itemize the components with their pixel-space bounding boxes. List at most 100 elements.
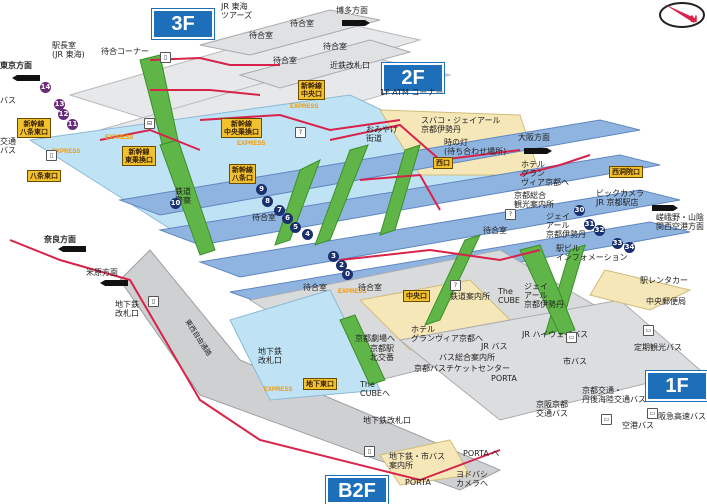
track-30: 30 bbox=[574, 205, 585, 216]
ticket-gate-icon: ⊟ bbox=[144, 118, 155, 129]
track-4: 4 bbox=[302, 229, 313, 240]
track-14: 14 bbox=[40, 82, 51, 93]
exit-shinkansen-central-transfer[interactable]: 新幹線 中央乗換口 bbox=[221, 118, 262, 138]
floor-badge-3f: 3F bbox=[152, 9, 214, 39]
track-0: 0 bbox=[342, 269, 353, 280]
label-jr-bus: JR バス bbox=[481, 342, 508, 351]
ex-badge: EXPRESS bbox=[237, 141, 266, 147]
label-porta-to: PORTA へ bbox=[463, 449, 500, 458]
label-hankyu-bus: 阪急高速バス bbox=[658, 412, 706, 421]
label-yodobashi: ヨドバシ カメラへ bbox=[456, 470, 488, 488]
direction-sagano-label: 嵯峨野・山陰・ 関西空港方面 bbox=[656, 213, 707, 231]
exit-shinkansen-hachijo[interactable]: 新幹線 八条口 bbox=[229, 164, 256, 184]
direction-hakata-label: 博多方面 bbox=[336, 6, 368, 15]
label-station-master: 駅長室 (JR 東海) bbox=[52, 41, 85, 59]
label-waiting-room: 待合室 bbox=[323, 42, 347, 51]
elevator-icon: ▯ bbox=[160, 52, 171, 63]
label-kyoto-kotsu-bus: 京都交通・ 丹後海陸交通バス bbox=[582, 386, 646, 404]
exit-underground-east[interactable]: 地下東口 bbox=[303, 378, 337, 390]
arrow-left-icon bbox=[12, 75, 40, 81]
label-waiting-corner: 待合コーナー bbox=[101, 47, 149, 56]
track-12: 12 bbox=[58, 109, 69, 120]
label-the-cube-to: The CUBEへ bbox=[360, 380, 390, 398]
floor-badge-2f: 2F bbox=[382, 63, 444, 93]
label-bic-camera: ビックカメラ JR 京都駅店 bbox=[596, 189, 644, 207]
direction-tokyo-label: 東京方面 bbox=[0, 61, 32, 70]
elevator-icon: ▯ bbox=[148, 296, 159, 307]
label-tourist-info: 京都総合 観光案内所 bbox=[514, 191, 554, 209]
bus-icon: ▭ bbox=[566, 332, 577, 343]
ex-badge: EXPRESS bbox=[338, 289, 367, 295]
arrow-left-icon bbox=[100, 280, 128, 286]
exit-west-transfer[interactable]: 西洞院口 bbox=[609, 166, 643, 178]
floor-badge-1f: 1F bbox=[646, 371, 707, 401]
info-icon: ? bbox=[295, 127, 306, 138]
arrow-right-icon bbox=[652, 205, 678, 211]
label-bus-ticket: 京都バスチケットセンター bbox=[414, 364, 510, 373]
track-31: 31 bbox=[584, 219, 595, 230]
label-waiting-room: 待合室 bbox=[252, 213, 276, 222]
label-waiting-room: 待合室 bbox=[358, 283, 382, 292]
exit-shinkansen-hachijo-east[interactable]: 新幹線 八条東口 bbox=[17, 118, 51, 138]
arrow-right-icon bbox=[342, 20, 370, 26]
label-waiting-room: 待合室 bbox=[249, 31, 273, 40]
direction-nara-label: 奈良方面 bbox=[44, 235, 76, 244]
track-5: 5 bbox=[290, 222, 301, 233]
exit-west[interactable]: 西口 bbox=[433, 157, 453, 169]
track-9: 9 bbox=[256, 184, 267, 195]
label-hotel-granvia-to: ホテル グランヴィア京都へ bbox=[411, 325, 483, 343]
label-station-bldg-info: 駅ビル インフォメーション bbox=[556, 244, 628, 262]
label-bus-info: バス総合案内所 bbox=[439, 353, 495, 362]
label-city-bus: 市バス bbox=[563, 357, 587, 366]
ex-badge: EXPRESS bbox=[264, 387, 293, 393]
track-32: 32 bbox=[594, 225, 605, 236]
exit-central[interactable]: 中央口 bbox=[403, 290, 430, 302]
label-rent-a-car: 駅レンタカー bbox=[640, 276, 688, 285]
arrow-right-icon bbox=[524, 148, 552, 154]
track-34: 34 bbox=[624, 242, 635, 253]
exit-shinkansen-east-transfer[interactable]: 新幹線 東乗換口 bbox=[122, 146, 156, 166]
label-the-cube: The CUBE bbox=[498, 287, 520, 305]
compass-north-label: N bbox=[690, 15, 698, 25]
label-hotel-granvia: ホテル グラン ヴィア京都へ bbox=[521, 160, 569, 187]
label-subway-gate: 地下鉄 改札口 bbox=[258, 347, 282, 365]
label-keihan-bus: 京阪京都 交通バス bbox=[536, 400, 568, 418]
label-kotsu-bus: 交通 バス bbox=[0, 137, 16, 155]
label-kyoto-theater: 京都劇場へ bbox=[355, 334, 395, 343]
arrow-left-icon bbox=[58, 246, 86, 252]
track-7: 7 bbox=[274, 205, 285, 216]
ex-badge: EXPRESS bbox=[52, 149, 81, 155]
bus-icon: ▭ bbox=[601, 414, 612, 425]
label-tokinohi: 時の灯 (待ち合わせ場所) bbox=[444, 138, 507, 156]
elevator-icon: ▯ bbox=[46, 150, 57, 161]
label-omiyage: おみやげ 街道 bbox=[366, 125, 398, 143]
track-13: 13 bbox=[54, 99, 65, 110]
exit-shinkansen-central[interactable]: 新幹線 中央口 bbox=[298, 80, 325, 100]
label-porta: PORTA bbox=[491, 374, 517, 383]
label-atm-corner: 1F ATM コーナー bbox=[380, 88, 444, 97]
bus-icon: ▭ bbox=[643, 325, 654, 336]
label-spaco-isetan: スバコ・ジェイアール 京都伊勢丹 bbox=[421, 116, 501, 134]
ex-badge: EXPRESS bbox=[290, 104, 319, 110]
label-subway-citybus-info: 地下鉄・市バス 案内所 bbox=[389, 452, 445, 470]
label-jr-tokai-tours: JR 東海 ツアーズ bbox=[221, 2, 253, 20]
label-subway-gate-b: 地下鉄改札口 bbox=[363, 416, 411, 425]
label-bus: バス bbox=[0, 96, 16, 105]
ex-badge: EXPRESS bbox=[105, 135, 134, 141]
label-north-koban: 京都駅 北交番 bbox=[370, 344, 394, 362]
label-railway-police: 鉄道 警察 bbox=[175, 187, 191, 205]
label-waiting-room: 待合室 bbox=[290, 19, 314, 28]
label-jr-isetan: ジェイ アール 京都伊勢丹 bbox=[546, 212, 586, 239]
track-3: 3 bbox=[328, 251, 339, 262]
direction-maibara-label: 米原方面 bbox=[86, 268, 118, 277]
track-8: 8 bbox=[262, 196, 273, 207]
track-33: 33 bbox=[612, 238, 623, 249]
label-waiting-room: 待合室 bbox=[483, 226, 507, 235]
track-10: 10 bbox=[170, 198, 181, 209]
label-waiting-room: 待合室 bbox=[273, 56, 297, 65]
label-porta-b2: PORTA bbox=[405, 478, 431, 487]
exit-hachijo-east[interactable]: 八条東口 bbox=[27, 170, 61, 182]
track-2: 2 bbox=[336, 260, 347, 271]
